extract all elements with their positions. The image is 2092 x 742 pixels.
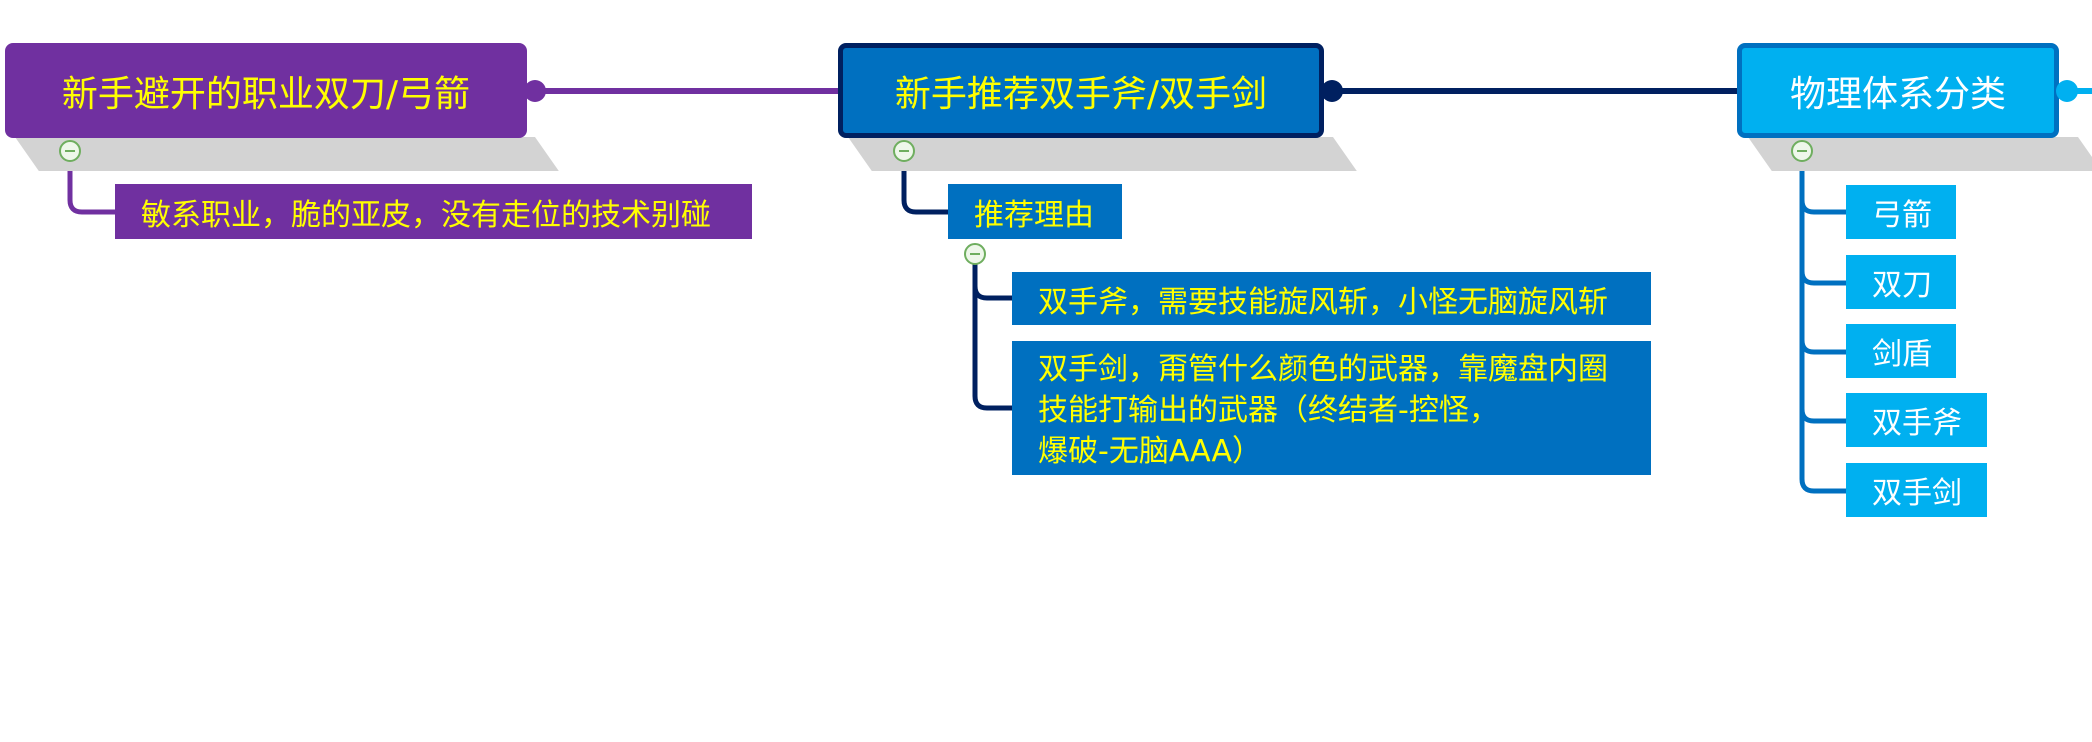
class-two-hand-sword[interactable]: 双手剑: [1846, 463, 1987, 517]
reason-two-hand-sword-line-3: 爆破-无脑AAA）: [1038, 434, 1263, 469]
topic-recommended-label: 新手推荐双手斧/双手剑: [894, 73, 1268, 115]
class-sword-shield[interactable]: 剑盾: [1846, 324, 1956, 378]
class-sword-shield-label: 剑盾: [1872, 337, 1932, 372]
topic-recommended[interactable]: 新手推荐双手斧/双手剑: [838, 43, 1324, 138]
child-agility-warning[interactable]: 敏系职业，脆的亚皮，没有走位的技术别碰: [115, 184, 752, 239]
reason-two-hand-sword-line-1: 双手剑，甭管什么颜色的武器，靠魔盘内圈: [1038, 352, 1608, 387]
reason-collapse-icon[interactable]: [964, 243, 986, 265]
class-two-hand-axe-label: 双手斧: [1872, 406, 1962, 441]
topic1-shadow: [15, 137, 559, 171]
class-dual-blades[interactable]: 双刀: [1846, 255, 1956, 309]
reason-two-hand-sword-line-2: 技能打输出的武器（终结者-控怪，: [1038, 393, 1499, 428]
class-bow-label: 弓箭: [1872, 198, 1932, 233]
reason-two-hand-axe-label: 双手斧，需要技能旋风斩，小怪无脑旋风斩: [1038, 284, 1608, 320]
class-bow[interactable]: 弓箭: [1846, 185, 1956, 239]
class-dual-blades-label: 双刀: [1872, 268, 1932, 303]
branch-topic3-5: [1799, 409, 1846, 494]
topic1-connector-dot: [524, 80, 546, 102]
topic-avoid-classes-label: 新手避开的职业双刀/弓箭: [61, 73, 471, 115]
child-agility-warning-label: 敏系职业，脆的亚皮，没有走位的技术别碰: [141, 197, 711, 233]
topic1-collapse-icon[interactable]: [59, 140, 81, 162]
child-reason[interactable]: 推荐理由: [948, 184, 1122, 239]
child-reason-label: 推荐理由: [974, 197, 1094, 233]
topic2-connector-dot: [1321, 80, 1343, 102]
topic2-shadow: [848, 137, 1357, 171]
branch-topic2: [901, 150, 948, 215]
topic-physical-classes[interactable]: 物理体系分类: [1737, 43, 2059, 138]
branch-reason-2: [972, 286, 1012, 411]
reason-two-hand-axe[interactable]: 双手斧，需要技能旋风斩，小怪无脑旋风斩: [1012, 272, 1651, 325]
class-two-hand-sword-label: 双手剑: [1872, 476, 1962, 511]
topic3-connector-dot: [2056, 80, 2078, 102]
topic-physical-classes-label: 物理体系分类: [1789, 73, 2006, 115]
topic3-collapse-icon[interactable]: [1791, 140, 1813, 162]
topic2-collapse-icon[interactable]: [893, 140, 915, 162]
topic-avoid-classes[interactable]: 新手避开的职业双刀/弓箭: [5, 43, 527, 138]
reason-two-hand-sword[interactable]: 双手剑，甭管什么颜色的武器，靠魔盘内圈 技能打输出的武器（终结者-控怪， 爆破-…: [1012, 341, 1651, 475]
branch-topic1: [67, 150, 115, 215]
class-two-hand-axe[interactable]: 双手斧: [1846, 393, 1987, 447]
